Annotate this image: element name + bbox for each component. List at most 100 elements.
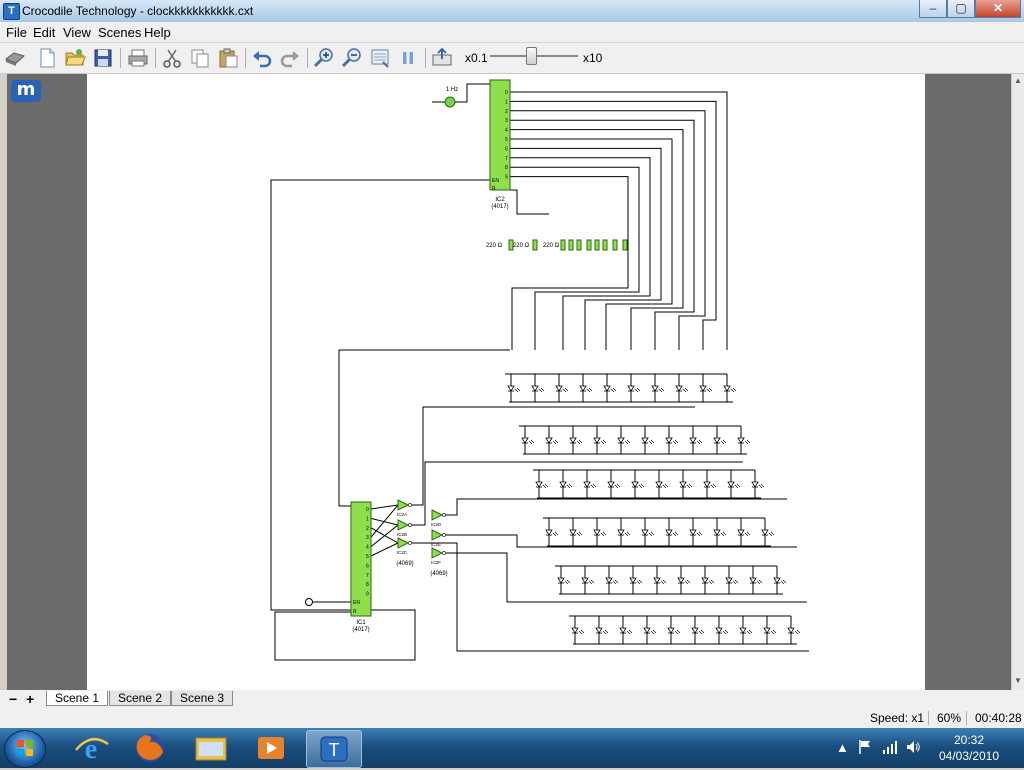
taskbar-internet-explorer[interactable]: e <box>64 730 118 766</box>
led-icon <box>723 385 731 392</box>
undo-icon[interactable] <box>251 47 273 69</box>
inverter-gate-icon <box>431 547 444 559</box>
crocodile-technology-icon: T <box>320 736 348 762</box>
paste-icon[interactable] <box>217 47 239 69</box>
scroll-down-icon[interactable]: ▼ <box>1014 676 1022 685</box>
zoom-fit-icon[interactable] <box>369 47 391 69</box>
led-light-icon <box>686 483 693 489</box>
tab-scene-2[interactable]: Scene 2 <box>109 691 172 706</box>
ic-top-pin-label: 5 <box>505 137 508 143</box>
wire <box>510 157 651 350</box>
status-zoom: 60% <box>928 711 961 725</box>
led-light-icon <box>566 483 573 489</box>
resistor <box>576 239 582 251</box>
action-center-flag-icon[interactable] <box>858 739 872 755</box>
vertical-scrollbar[interactable]: ▲ ▼ <box>1011 74 1024 690</box>
led-light-icon <box>552 531 559 537</box>
led-light-icon <box>756 579 763 585</box>
ic-bottom-pin-label: 1 <box>366 516 369 522</box>
taskbar-media-player[interactable] <box>244 730 298 766</box>
internet-explorer-icon: e <box>75 734 109 765</box>
led-light-icon <box>730 387 737 393</box>
wire <box>370 524 399 547</box>
maximize-button[interactable]: ▢ <box>947 0 975 18</box>
start-button[interactable] <box>4 730 46 768</box>
led-light-icon <box>634 387 641 393</box>
copy-icon[interactable] <box>189 47 211 69</box>
led-icon <box>773 577 781 584</box>
wire <box>370 504 399 510</box>
show-hidden-icons-icon[interactable]: ▲ <box>836 740 849 755</box>
menu-edit[interactable]: Edit <box>33 25 56 40</box>
led-icon <box>749 577 757 584</box>
led-light-icon <box>538 387 545 393</box>
save-icon[interactable] <box>92 47 114 69</box>
wire <box>510 119 695 350</box>
led-light-icon <box>578 629 585 635</box>
scroll-up-icon[interactable]: ▲ <box>1014 76 1022 85</box>
led-icon <box>607 481 615 488</box>
clock-label: 1 Hz <box>446 87 458 93</box>
led-light-icon <box>514 387 521 393</box>
tab-scene-1[interactable]: Scene 1 <box>46 691 109 706</box>
resistor <box>560 239 566 251</box>
led-icon <box>641 529 649 536</box>
zoom-out-icon[interactable] <box>341 47 363 69</box>
speed-slider-thumb[interactable] <box>526 47 538 65</box>
wire <box>370 542 399 557</box>
led-icon <box>727 481 735 488</box>
inverter-gate-icon <box>397 499 410 511</box>
menu-help[interactable]: Help <box>144 25 171 40</box>
parts-library-icon[interactable] <box>4 47 26 69</box>
led-light-icon <box>626 629 633 635</box>
menu-view[interactable]: View <box>63 25 91 40</box>
zoom-in-icon[interactable] <box>313 47 335 69</box>
new-file-icon[interactable] <box>36 47 58 69</box>
led-icon <box>641 437 649 444</box>
led-light-icon <box>672 439 679 445</box>
open-folder-icon[interactable] <box>64 47 86 69</box>
wire <box>410 542 809 652</box>
led-light-icon <box>600 531 607 537</box>
resistor <box>594 239 600 251</box>
led-icon <box>545 437 553 444</box>
menu-scenes[interactable]: Scenes <box>98 25 142 40</box>
minimize-button[interactable]: – <box>919 0 947 18</box>
print-icon[interactable] <box>127 47 149 69</box>
led-icon <box>751 481 759 488</box>
pause-icon[interactable] <box>397 47 419 69</box>
led-light-icon <box>696 439 703 445</box>
taskbar-clock[interactable]: 20:32 04/03/2010 <box>934 732 1004 764</box>
menu-file[interactable]: File <box>6 25 27 40</box>
taskbar-firefox[interactable] <box>123 730 177 766</box>
led-icon <box>725 577 733 584</box>
volume-icon[interactable] <box>905 739 921 755</box>
led-icon <box>713 529 721 536</box>
led-icon <box>701 577 709 584</box>
remove-scene-button[interactable]: − <box>9 691 18 707</box>
redo-icon[interactable] <box>279 47 301 69</box>
led-icon <box>559 481 567 488</box>
cut-icon[interactable] <box>161 47 183 69</box>
gate-label: IC2C <box>397 550 408 555</box>
led-light-icon <box>710 483 717 489</box>
tab-scene-3[interactable]: Scene 3 <box>171 691 234 706</box>
firefox-icon <box>136 734 164 762</box>
led-light-icon <box>650 629 657 635</box>
network-icon[interactable] <box>882 739 898 755</box>
led-light-icon <box>614 483 621 489</box>
close-button[interactable]: ✕ <box>975 0 1021 18</box>
speed-min-label: x0.1 <box>465 51 488 65</box>
led-icon <box>535 481 543 488</box>
led-light-icon <box>624 531 631 537</box>
taskbar-explorer[interactable] <box>184 730 238 766</box>
add-scene-button[interactable]: + <box>26 691 35 707</box>
export-icon[interactable] <box>431 47 453 69</box>
taskbar-crocodile-technology[interactable]: T <box>306 730 362 768</box>
wire <box>510 110 706 350</box>
speed-max-label: x10 <box>583 51 603 65</box>
inverter-gate-icon <box>431 529 444 541</box>
